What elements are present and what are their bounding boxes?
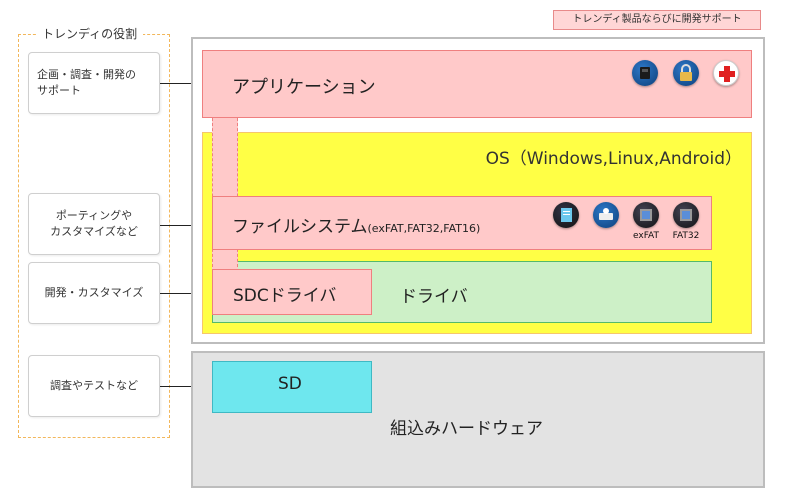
role-box-planning: 企画・調査・開発の サポート: [28, 52, 160, 114]
role-box-development: 開発・カスタマイズ: [28, 262, 160, 324]
driver-label: ドライバ: [400, 287, 468, 307]
fat32-icon: [673, 202, 699, 228]
disk-icon: [632, 60, 658, 86]
sd-label: SD: [278, 374, 302, 394]
products-support-tag: トレンディ製品ならびに開発サポート: [553, 10, 761, 30]
sdc-driver-label: SDCドライバ: [233, 286, 337, 306]
filesystem-layer: [212, 196, 712, 250]
fat32-caption: FAT32: [672, 231, 700, 241]
lock-icon: [673, 60, 699, 86]
filesystem-label: ファイルシステム(exFAT,FAT32,FAT16): [232, 212, 480, 237]
roles-title: トレンディの役割: [36, 24, 144, 44]
filesystem-types: (exFAT,FAT32,FAT16): [367, 222, 481, 235]
exfat-caption: exFAT: [632, 231, 659, 241]
exfat-icon: [633, 202, 659, 228]
role-box-porting: ポーティングや カスタマイズなど: [28, 193, 160, 255]
arrow-to-sd: [160, 386, 210, 387]
disk-drive-icon: [593, 202, 619, 228]
application-layer: [202, 50, 752, 118]
role-box-testing: 調査やテストなど: [28, 355, 160, 417]
os-label: OS（Windows,Linux,Android）: [485, 149, 742, 169]
hardware-label: 組込みハードウェア: [390, 419, 543, 439]
medical-cross-icon: [713, 60, 739, 86]
application-label: アプリケーション: [232, 77, 376, 98]
sd-box: [212, 361, 372, 413]
filesystem-title: ファイルシステム: [232, 217, 368, 237]
document-icon: [553, 202, 579, 228]
sdc-driver-box: [212, 269, 372, 315]
